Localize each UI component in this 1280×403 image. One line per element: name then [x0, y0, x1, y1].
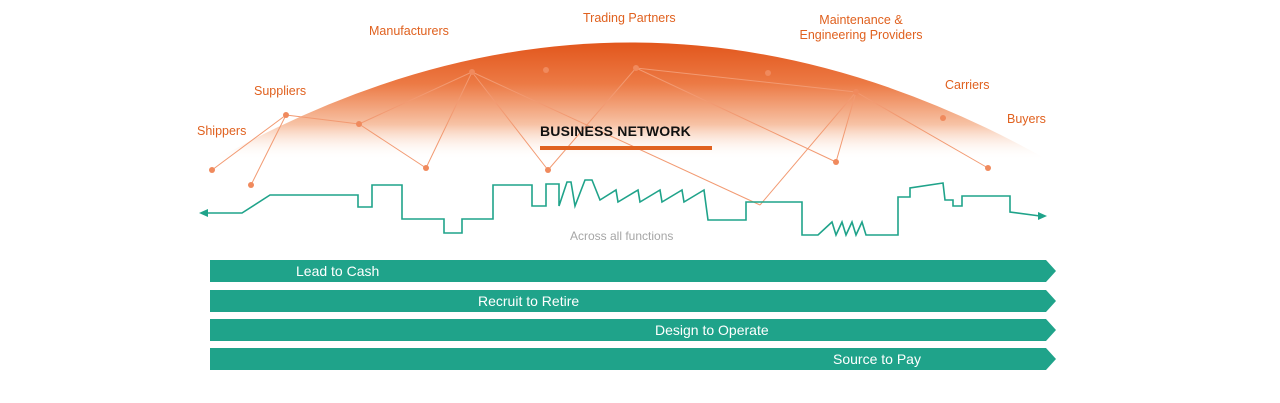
functions-arrow-right-icon [1038, 212, 1047, 220]
network-node-dot [853, 89, 859, 95]
node-label-maintenance: Maintenance & Engineering Providers [790, 13, 932, 43]
network-node-dot [209, 167, 215, 173]
process-label-recruit-to-retire: Recruit to Retire [478, 293, 580, 309]
node-label-maintenance-line2: Engineering Providers [799, 28, 923, 42]
network-links [211, 67, 989, 206]
node-label-buyers: Buyers [1007, 112, 1046, 126]
process-bars [210, 260, 1056, 370]
network-dots [209, 65, 991, 188]
network-node-dot [469, 69, 475, 75]
process-label-design-to-operate: Design to Operate [655, 322, 769, 338]
node-label-shippers: Shippers [197, 124, 247, 138]
network-node-dot [940, 115, 946, 121]
network-node-dot [765, 70, 771, 76]
network-node-dot [985, 165, 991, 171]
network-node-dot [543, 67, 549, 73]
network-title-underline [540, 146, 712, 150]
network-node-dot [633, 65, 639, 71]
network-node-dot [356, 121, 362, 127]
node-label-trading-partners: Trading Partners [583, 11, 676, 25]
process-label-source-to-pay: Source to Pay [833, 351, 921, 367]
process-bar-design-to-operate [210, 319, 1056, 341]
functions-line [205, 179, 1041, 238]
network-title: BUSINESS NETWORK [540, 123, 691, 139]
process-label-lead-to-cash: Lead to Cash [296, 263, 380, 279]
functions-arrow-left-icon [199, 209, 208, 217]
functions-label: Across all functions [570, 229, 674, 243]
network-node-dot [545, 167, 551, 173]
node-label-suppliers: Suppliers [254, 84, 307, 98]
network-node-dot [833, 159, 839, 165]
node-label-carriers: Carriers [945, 78, 990, 92]
network-node-dot [423, 165, 429, 171]
process-bar-lead-to-cash [210, 260, 1056, 282]
network-node-dot [283, 112, 289, 118]
network-dome [215, 42, 1048, 160]
process-bar-recruit-to-retire [210, 290, 1056, 312]
process-bar-source-to-pay [210, 348, 1056, 370]
network-node-dot [248, 182, 254, 188]
node-label-maintenance-line1: Maintenance & [819, 13, 903, 27]
node-label-manufacturers: Manufacturers [369, 24, 449, 38]
